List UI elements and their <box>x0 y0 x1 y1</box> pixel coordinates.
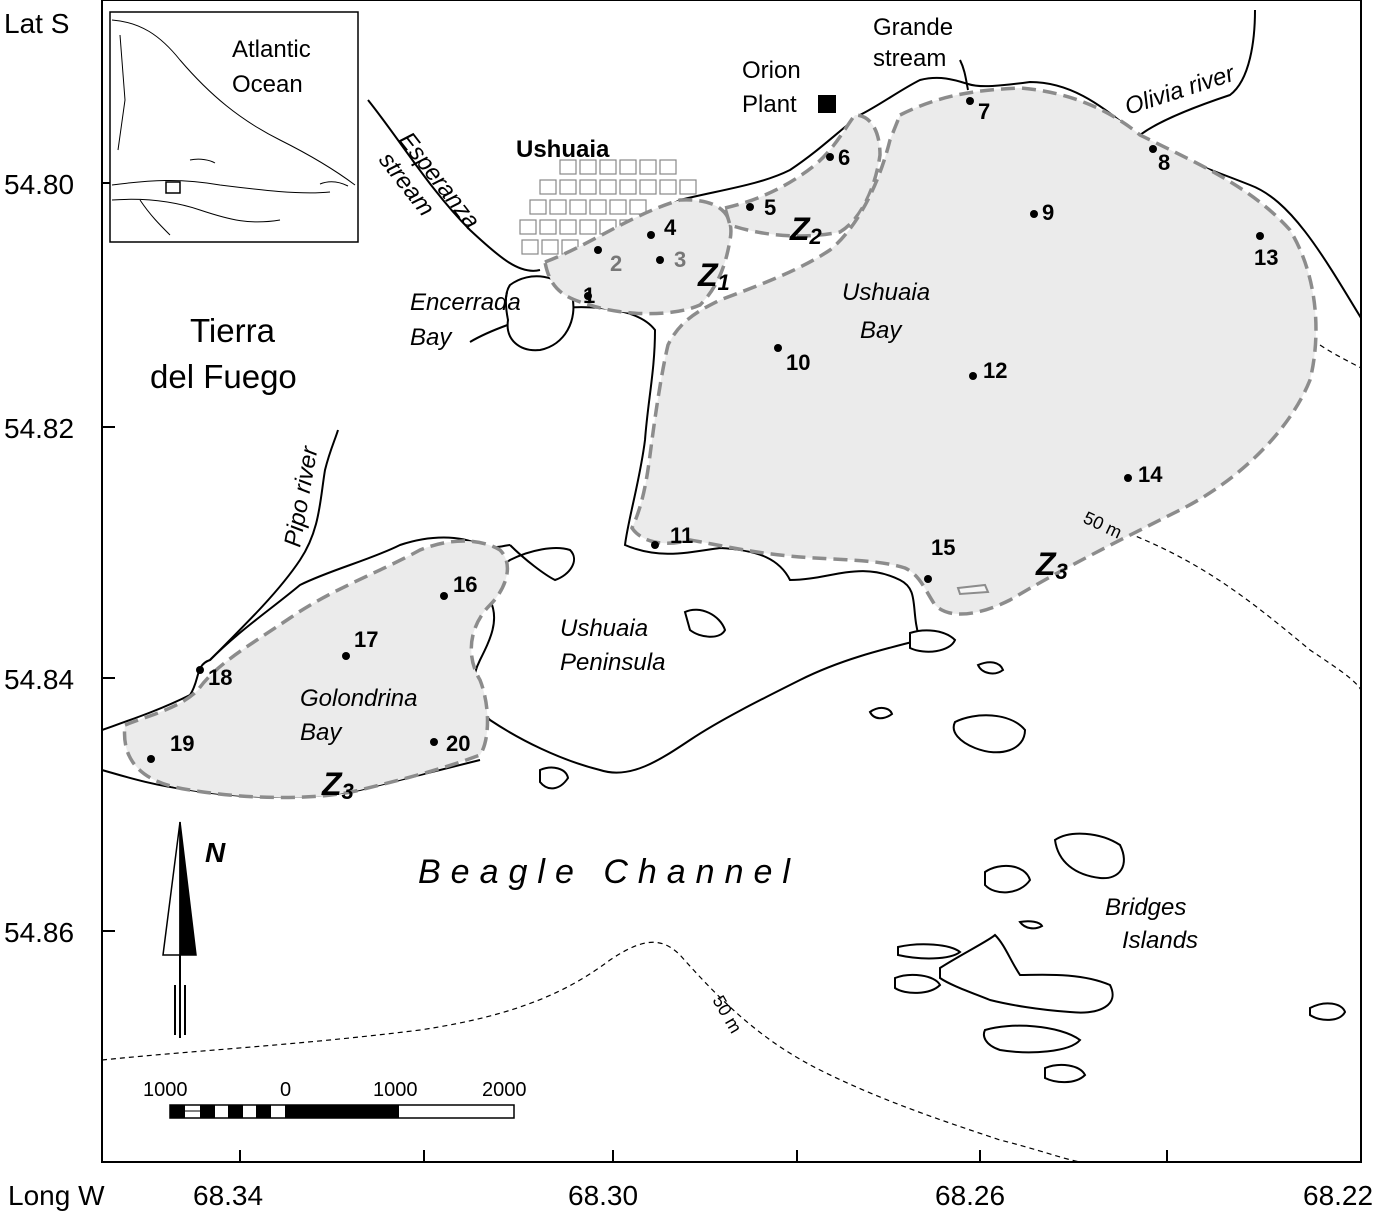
contour-northeast <box>1319 344 1362 369</box>
station-label: 19 <box>170 731 194 756</box>
station-label: 14 <box>1138 462 1163 487</box>
inset-ocean-label: Ocean <box>232 71 303 98</box>
long-tick-label: 68.34 <box>193 1180 263 1211</box>
orion-plant-label: Orion <box>742 57 801 84</box>
esperanza-stream <box>367 99 541 272</box>
ushuaia-peninsula-label: Ushuaia <box>560 615 648 642</box>
north-coastline <box>544 76 1362 319</box>
north-label: N <box>205 837 226 868</box>
pipo-river-label: Pipo river <box>279 444 323 550</box>
shoal-15 <box>956 583 990 596</box>
contour-label-south: 50 m <box>709 992 746 1037</box>
zone-label-z2: Z2 <box>789 211 823 249</box>
contour-50m-south <box>101 941 1081 1163</box>
scale-bar <box>169 1104 515 1119</box>
inset-ocean-label: Atlantic <box>232 36 311 63</box>
long-tick-label: 68.30 <box>568 1180 638 1211</box>
long-axis-title: Long W <box>8 1180 105 1211</box>
zone-label-z3-bay: Z3 <box>1035 546 1068 584</box>
ushuaia-peninsula-label: Peninsula <box>560 649 665 676</box>
bridges-islands-label: Bridges <box>1105 894 1186 921</box>
encerrada-bay-label: Encerrada <box>410 289 521 316</box>
pipo-river <box>209 429 339 661</box>
station-label: 1 <box>583 283 595 308</box>
inset-map <box>109 11 359 243</box>
grande-stream-label: Grande <box>873 14 953 41</box>
grande-stream <box>959 59 969 91</box>
olivia-river <box>1139 9 1256 136</box>
olivia-river-label: Olivia river <box>1122 60 1239 121</box>
grande-stream-label: stream <box>873 45 946 72</box>
scale-label: 2000 <box>482 1079 527 1101</box>
golondrina-bay-label: Golondrina <box>300 685 417 712</box>
zone-z1-area <box>543 198 733 316</box>
station-label: 2 <box>610 251 622 276</box>
zone-label-z3-golondrina: Z3 <box>321 766 354 804</box>
zone-z3-golondrina-area <box>122 539 510 800</box>
ushuaia-bay-label: Bay <box>860 317 903 344</box>
lat-tick-label: 54.80 <box>4 169 74 200</box>
station-label: 7 <box>978 99 990 124</box>
bridges-islands-label: Islands <box>1122 927 1198 954</box>
orion-plant-marker <box>818 95 836 113</box>
islands <box>539 608 1347 1084</box>
lat-tick-label: 54.84 <box>4 664 74 695</box>
station-label: 12 <box>983 358 1007 383</box>
long-ticks <box>239 1150 1168 1162</box>
station-label: 17 <box>354 627 378 652</box>
zone-z2-area <box>722 113 882 238</box>
ushuaia-city-label: Ushuaia <box>516 136 610 163</box>
orion-plant-label: Plant <box>742 91 797 118</box>
station-dots <box>147 97 1264 763</box>
zone-label-z1: Z1 <box>697 257 730 295</box>
station-label: 13 <box>1254 245 1278 270</box>
lat-axis-title: Lat S <box>4 8 69 39</box>
lat-ticks <box>102 182 115 932</box>
station-label: 9 <box>1042 200 1054 225</box>
zone-z3-bay-area <box>629 86 1318 616</box>
encerrada-bay-label: Bay <box>410 324 453 351</box>
contour-50m-east <box>1119 529 1362 691</box>
station-label: 6 <box>838 145 850 170</box>
lat-tick-label: 54.86 <box>4 917 74 948</box>
station-label: 15 <box>931 535 955 560</box>
station-label: 5 <box>764 195 776 220</box>
station-label: 3 <box>674 247 686 272</box>
lat-tick-label: 54.82 <box>4 413 74 444</box>
station-label: 4 <box>664 215 677 240</box>
map-frame <box>101 0 1362 1163</box>
tierra-del-fuego-label: Tierra <box>190 312 276 349</box>
ushuaia-bay-label: Ushuaia <box>842 279 930 306</box>
station-label: 16 <box>453 572 477 597</box>
golondrina-bay-label: Bay <box>300 719 343 746</box>
long-tick-label: 68.22 <box>1303 1180 1373 1211</box>
station-label: 10 <box>786 350 810 375</box>
scale-label: 1000 <box>143 1079 188 1101</box>
beagle-channel-label: Beagle Channel <box>418 853 800 891</box>
tierra-del-fuego-label: del Fuego <box>150 358 297 395</box>
station-label: 18 <box>208 665 232 690</box>
station-label: 11 <box>670 523 693 548</box>
north-arrow-icon <box>162 821 197 1038</box>
scale-label: 0 <box>280 1079 291 1101</box>
station-label: 8 <box>1158 150 1170 175</box>
station-label: 20 <box>446 731 470 756</box>
scale-label: 1000 <box>373 1079 418 1101</box>
long-tick-label: 68.26 <box>935 1180 1005 1211</box>
